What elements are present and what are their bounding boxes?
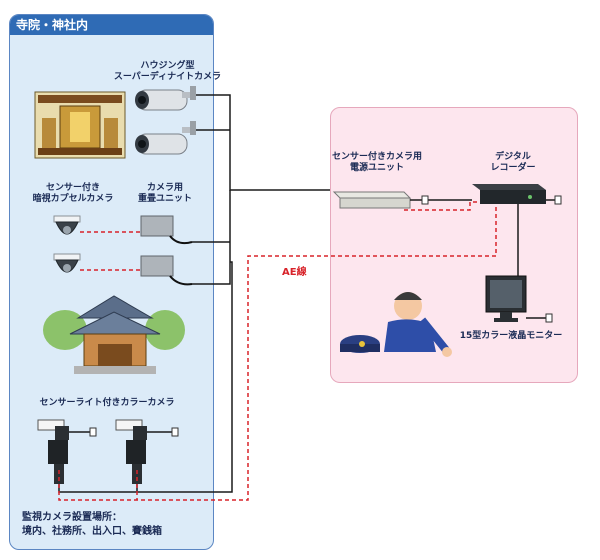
dome-camera-2 [53,253,81,273]
security-guard-illustration [340,292,452,357]
temple-building-illustration [43,295,185,374]
power-unit-label-line2: 電源ユニット [349,163,404,173]
shrine-altar-illustration [34,91,126,159]
lcd-monitor [485,275,527,322]
relay-unit-label: カメラ用 重畳ユニット [130,183,200,205]
relay-unit-1 [140,215,193,245]
signal-wires [58,94,560,493]
ae-line-label: AE線 [282,267,307,278]
sensor-light-camera-label: センサーライト付きカラーカメラ [39,398,175,408]
relay-unit-label-line2: 重畳ユニット [137,194,192,204]
power-unit [332,191,412,209]
power-plug-icons [89,195,562,437]
housing-camera-label-line2: スーパーディナイトカメラ [113,72,222,82]
relay-unit-label-line1: カメラ用 [146,183,183,193]
sensor-camera-label: センサー付き 暗視カプセルカメラ [28,183,118,205]
recorder-label: デジタル レコーダー [478,152,548,174]
monitor-label: 15型カラー液晶モニター [459,331,563,341]
temple-area-title: 寺院・神社内 [10,15,213,35]
sensor-camera-label-line1: センサー付き [45,183,100,193]
installation-locations-heading: 監視カメラ設置場所： [22,512,122,523]
power-unit-label-line1: センサー付きカメラ用 [332,152,423,162]
installation-locations-list: 境内、社務所、出入口、賽銭箱 [22,526,162,537]
installation-locations-note: 監視カメラ設置場所： 境内、社務所、出入口、賽銭箱 [22,511,162,539]
housing-camera-1 [135,86,196,111]
housing-camera-2 [135,121,196,155]
sensor-camera-label-line2: 暗視カプセルカメラ [32,194,114,204]
recorder-label-line1: デジタル [495,152,531,162]
recorder-label-line2: レコーダー [490,163,536,173]
housing-camera-label-line1: ハウジング型 [140,61,195,71]
dome-camera-1 [53,215,81,235]
housing-camera-label: ハウジング型 スーパーディナイトカメラ [105,61,230,83]
relay-unit-2 [140,255,193,286]
digital-recorder [472,184,546,204]
power-unit-label: センサー付きカメラ用 電源ユニット [332,152,422,174]
sensor-light-camera-1 [37,419,69,484]
ae-wires [58,201,497,501]
sensor-light-camera-2 [115,419,147,484]
